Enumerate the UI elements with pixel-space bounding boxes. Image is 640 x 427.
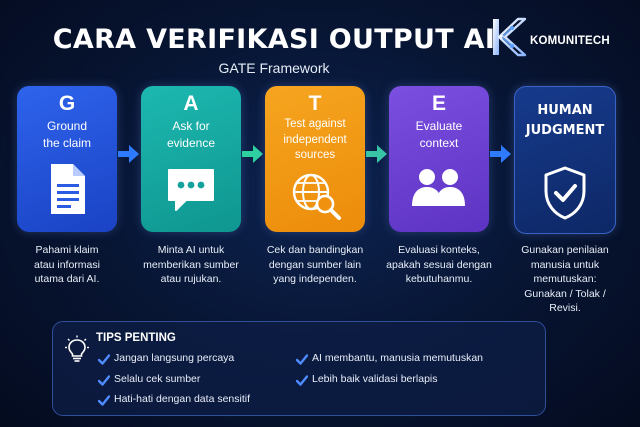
check-icon bbox=[98, 375, 110, 386]
globe-search-icon bbox=[292, 173, 341, 220]
arrow-right-icon bbox=[118, 145, 139, 163]
tips-panel: TIPS PENTING Jangan langsung percaya Sel… bbox=[52, 321, 546, 416]
tips-title: TIPS PENTING bbox=[96, 332, 176, 344]
step-description: Minta AI untuk memberikan sumber atau ru… bbox=[143, 244, 239, 285]
check-icon bbox=[296, 375, 308, 386]
step-heading: Evaluate context bbox=[415, 119, 463, 150]
step-heading: Ask for evidence bbox=[166, 119, 216, 150]
step-card-evaluate: E Evaluate context bbox=[389, 86, 489, 232]
tip-text: AI membantu, manusia memutuskan bbox=[312, 352, 483, 364]
arrow-right-icon bbox=[366, 145, 387, 163]
step-heading: HUMAN JUDGMENT bbox=[525, 103, 605, 138]
step-letter: T bbox=[308, 92, 322, 115]
step-card-ground: G Ground the claim bbox=[17, 86, 117, 232]
step-description: Gunakan penilaian manusia untuk memutusk… bbox=[521, 244, 609, 314]
brand-logo: KOMUNITECH bbox=[488, 15, 633, 59]
tip-text: Lebih baik validasi berlapis bbox=[312, 373, 438, 385]
step-card-ask: A Ask for evidence bbox=[141, 86, 241, 232]
shield-check-icon bbox=[544, 166, 586, 220]
arrow-right-icon bbox=[242, 145, 263, 163]
step-letter: A bbox=[183, 92, 199, 115]
people-icon bbox=[412, 169, 465, 206]
lightbulb-icon bbox=[65, 335, 89, 362]
check-icon bbox=[98, 354, 110, 365]
chat-bubble-icon bbox=[168, 169, 214, 211]
step-card-test: T Test against independent sources bbox=[265, 86, 365, 232]
step-heading: Test against independent sources bbox=[283, 118, 347, 161]
tip-text: Selalu cek sumber bbox=[114, 373, 201, 385]
step-heading: Ground the claim bbox=[42, 119, 92, 150]
step-description: Evaluasi konteks, apakah sesuai dengan k… bbox=[386, 244, 492, 285]
page-title: CARA VERIFIKASI OUTPUT AI bbox=[52, 24, 496, 55]
page-subtitle: GATE Framework bbox=[218, 60, 330, 76]
k-logo-icon bbox=[493, 17, 527, 57]
check-icon bbox=[296, 354, 308, 365]
step-card-human-judgment: HUMAN JUDGMENT bbox=[514, 86, 616, 234]
step-letter: G bbox=[58, 92, 76, 115]
step-description: Pahami klaim atau informasi utama dari A… bbox=[34, 244, 100, 285]
document-icon bbox=[51, 164, 85, 214]
step-letter: E bbox=[431, 92, 446, 115]
tip-text: Jangan langsung percaya bbox=[114, 352, 235, 364]
check-icon bbox=[98, 395, 110, 406]
brand-name: KOMUNITECH bbox=[530, 35, 610, 47]
step-description: Cek dan bandingkan dengan sumber lain ya… bbox=[266, 244, 364, 285]
arrow-right-icon bbox=[490, 145, 511, 163]
tip-text: Hati-hati dengan data sensitif bbox=[114, 393, 251, 405]
